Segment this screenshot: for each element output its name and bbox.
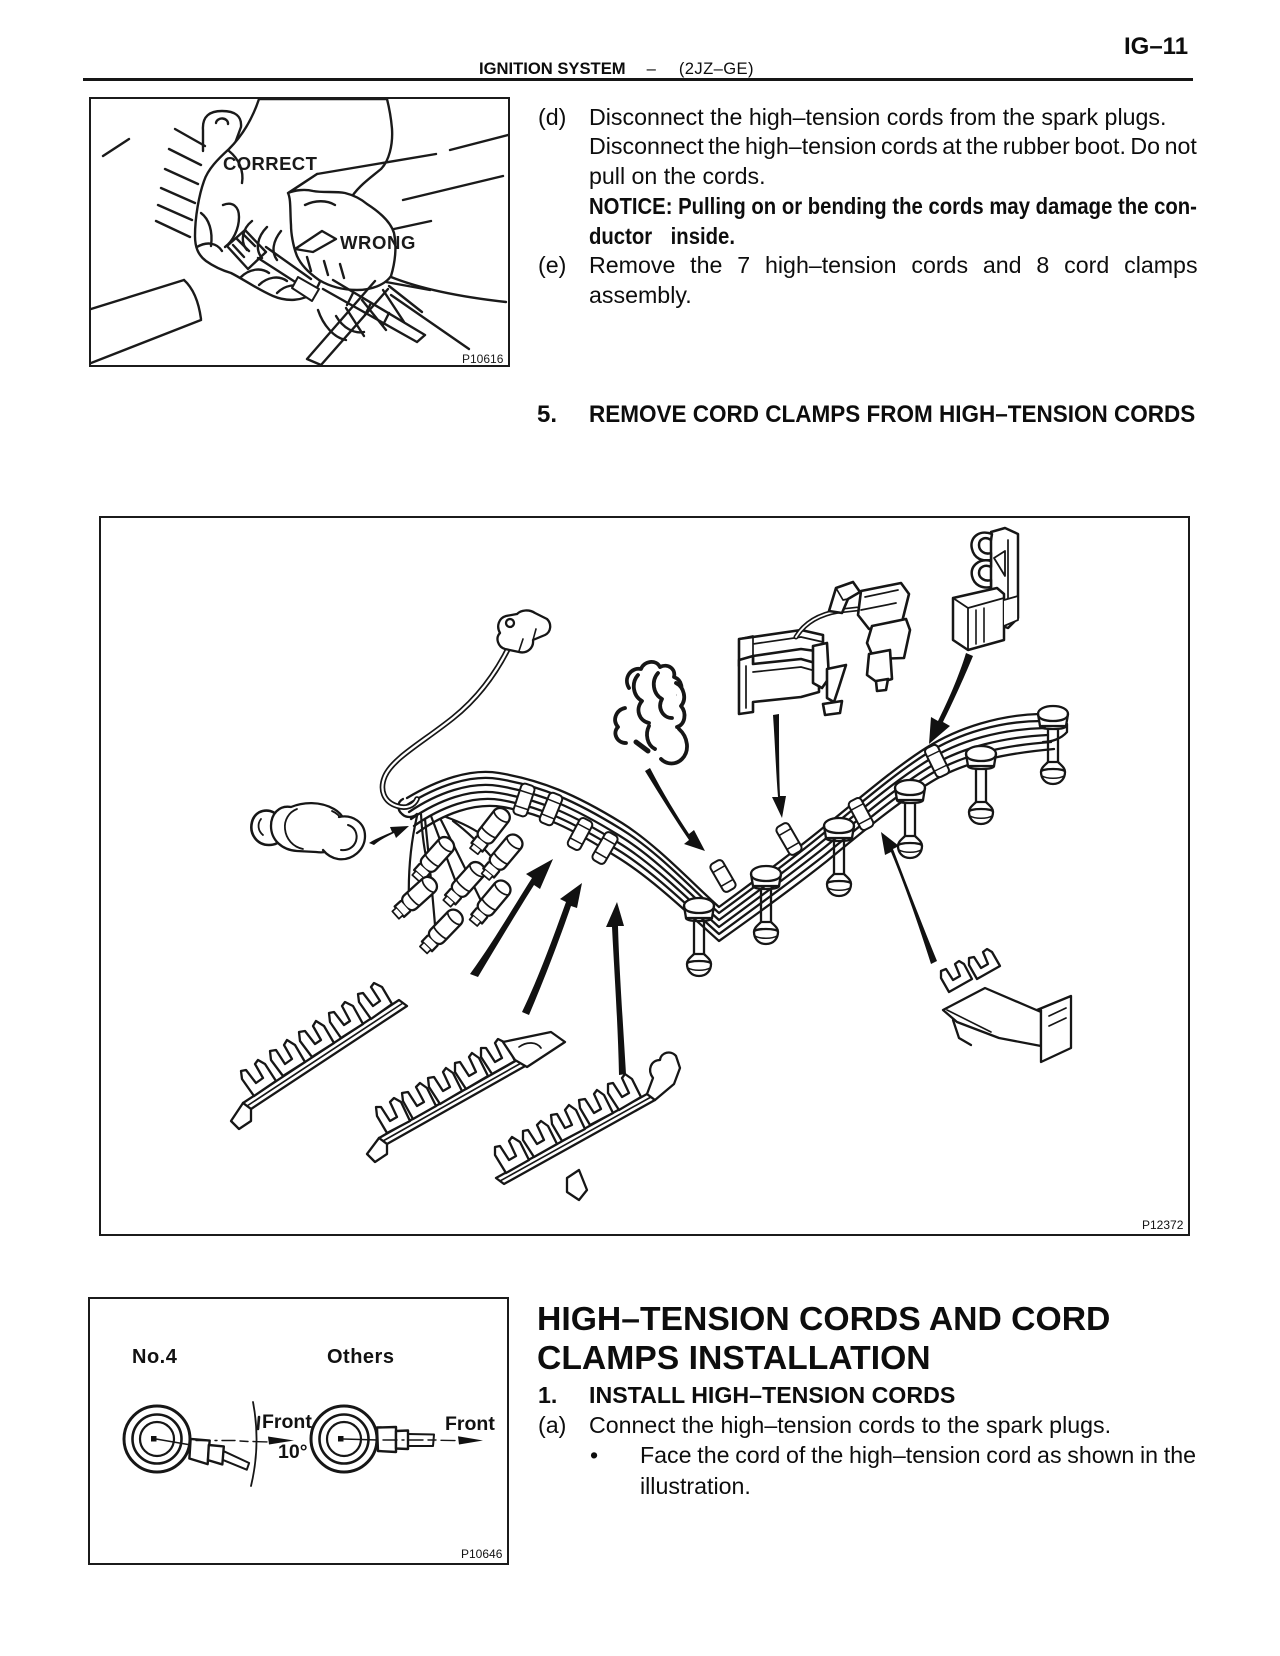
svg-text:10°: 10° (278, 1441, 308, 1463)
svg-text:P10616: P10616 (462, 352, 504, 365)
svg-text:CORRECT: CORRECT (223, 153, 318, 174)
svg-text:Others: Others (327, 1346, 394, 1368)
svg-text:P12372: P12372 (1142, 1218, 1184, 1232)
svg-text:Front: Front (262, 1411, 312, 1433)
svg-text:WRONG: WRONG (340, 232, 416, 253)
svg-text:Front: Front (445, 1413, 495, 1435)
svg-text:No.4: No.4 (132, 1346, 178, 1368)
svg-text:P10646: P10646 (461, 1547, 503, 1561)
